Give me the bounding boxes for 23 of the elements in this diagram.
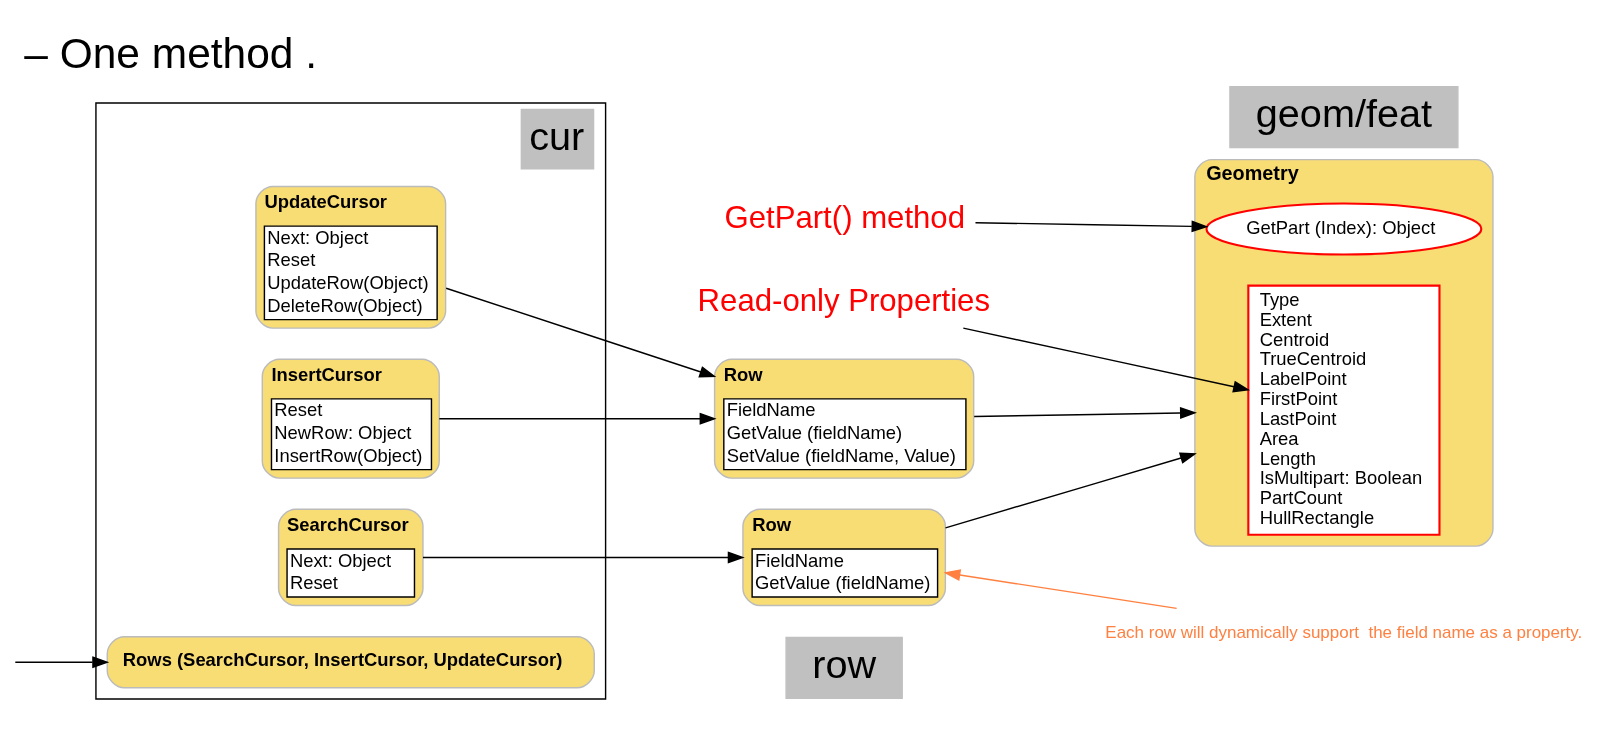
arrow xyxy=(973,407,1197,419)
arrow xyxy=(974,220,1209,233)
arrow xyxy=(445,287,717,378)
arrow xyxy=(943,569,1178,610)
arrow xyxy=(944,452,1197,529)
node-text: GetPart() method xyxy=(724,200,965,236)
node-box: geom/feat xyxy=(1229,86,1459,149)
node-text: Each row will dynamically support the field name as a property. xyxy=(1105,623,1583,643)
node-box: Rows (SearchCursor, InsertCursor, UpdateCursor) xyxy=(106,636,595,689)
node-box: SearchCursor Next: Object Reset xyxy=(277,508,424,607)
arrow xyxy=(14,656,110,669)
diagram-title: – One method . xyxy=(24,30,318,78)
arrow xyxy=(422,551,745,564)
node-box: Row FieldName GetValue (fieldName) xyxy=(742,508,947,607)
node-box: InsertCursor Reset NewRow: Object InsertRow(Object) xyxy=(261,358,440,479)
node-box: Type Extent Centroid TrueCentroid LabelPoint FirstPoint LastPoint Area Length IsMultipart: Boolean PartCount HullRectangle xyxy=(1247,284,1441,536)
node-box: Row FieldName GetValue (fieldName) SetValue (fieldName, Value) xyxy=(713,358,975,479)
arrow xyxy=(438,412,717,425)
node-text: Read-only Properties xyxy=(697,282,990,318)
arrow xyxy=(962,327,1251,393)
node-ellipse: GetPart (Index): Object xyxy=(1205,202,1483,256)
node-box: row xyxy=(785,636,903,699)
node-box: UpdateCursor Next: Object Reset UpdateRow(Object) DeleteRow(Object) xyxy=(255,185,447,329)
